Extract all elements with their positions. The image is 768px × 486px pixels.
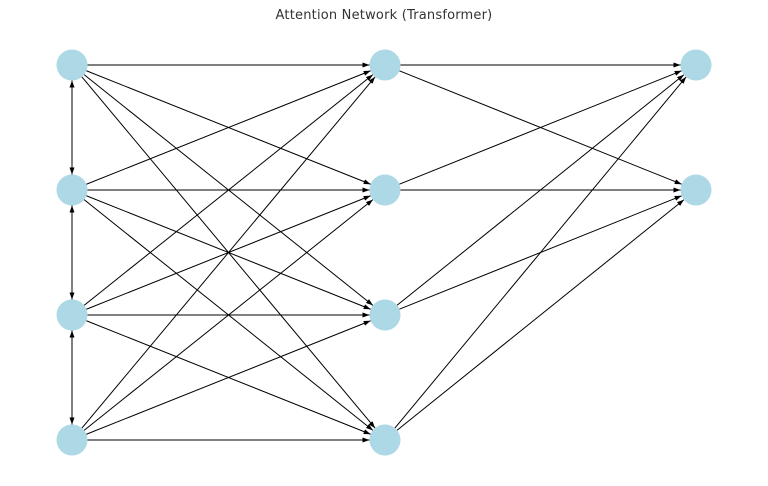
figure-title: Attention Network (Transformer) [275,8,493,23]
graph-node-input-1 [56,174,88,206]
graph-edge [394,76,687,429]
graph-node-hidden-3 [369,424,401,456]
graph-edge [396,74,685,306]
graph-edge [399,70,682,185]
graph-edge [83,74,374,306]
graph-node-input-2 [56,299,88,331]
graph-node-hidden-2 [369,299,401,331]
graph-node-hidden-0 [369,49,401,81]
graph-node-hidden-1 [369,174,401,206]
graph-edge [86,70,371,185]
graph-edge [396,199,685,431]
graph-node-input-0 [56,49,88,81]
graph-node-output-1 [680,174,712,206]
graph-edge [86,320,371,435]
graph-edge [81,76,376,429]
graph-node-input-3 [56,424,88,456]
graph-node-output-0 [680,49,712,81]
graph-edge [83,199,374,431]
